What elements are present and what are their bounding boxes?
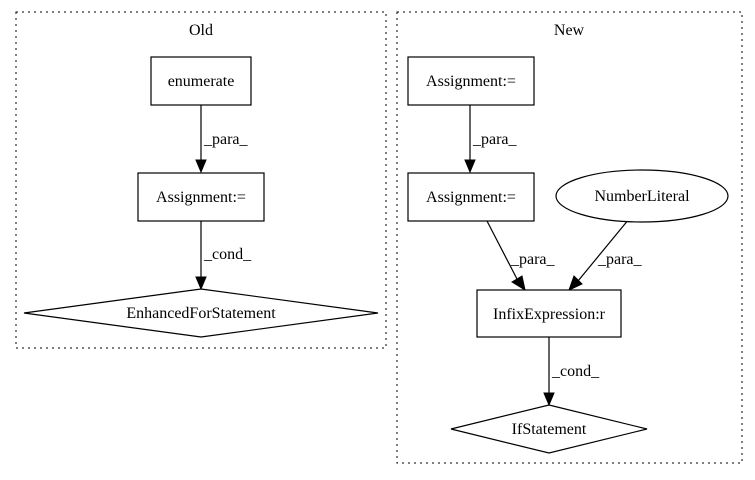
edge-new-para-right-label: _para_ bbox=[597, 251, 643, 268]
edge-new-para-top: _para_ bbox=[464, 105, 518, 174]
cluster-old-label: Old bbox=[189, 22, 213, 39]
edge-old-para: _para_ bbox=[195, 105, 249, 174]
node-new-assignment-mid-label: Assignment:= bbox=[426, 189, 516, 206]
edge-old-para-label: _para_ bbox=[203, 131, 249, 148]
node-infix-expression: InfixExpression:r bbox=[476, 289, 622, 338]
edge-new-cond: _cond_ bbox=[543, 337, 600, 407]
node-enhanced-for-statement: EnhancedForStatement bbox=[23, 288, 379, 338]
node-infix-expression-label: InfixExpression:r bbox=[493, 306, 606, 323]
node-number-literal-label: NumberLiteral bbox=[594, 188, 690, 205]
edge-new-para-left: _para_ bbox=[486, 220, 556, 292]
edge-old-cond-label: _cond_ bbox=[203, 246, 252, 263]
node-new-assignment-top: Assignment:= bbox=[407, 56, 535, 106]
cluster-new: New bbox=[396, 11, 743, 464]
edge-new-para-right: _para_ bbox=[568, 218, 643, 291]
node-if-statement: IfStatement bbox=[450, 404, 648, 454]
cluster-new-label: New bbox=[554, 22, 585, 39]
node-enumerate-label: enumerate bbox=[168, 73, 235, 90]
node-enhanced-for-statement-label: EnhancedForStatement bbox=[126, 305, 276, 322]
edge-new-cond-label: _cond_ bbox=[551, 363, 600, 380]
cluster-old: Old bbox=[15, 11, 387, 349]
node-number-literal: NumberLiteral bbox=[555, 169, 729, 223]
node-old-assignment: Assignment:= bbox=[137, 172, 265, 222]
edge-new-para-left-label: _para_ bbox=[510, 251, 556, 268]
node-enumerate: enumerate bbox=[150, 56, 252, 106]
node-new-assignment-top-label: Assignment:= bbox=[426, 73, 516, 90]
node-new-assignment-mid: Assignment:= bbox=[407, 172, 535, 222]
edge-new-para-top-label: _para_ bbox=[472, 131, 518, 148]
node-if-statement-label: IfStatement bbox=[512, 421, 587, 438]
edge-old-cond: _cond_ bbox=[195, 221, 252, 291]
node-old-assignment-label: Assignment:= bbox=[156, 189, 246, 206]
